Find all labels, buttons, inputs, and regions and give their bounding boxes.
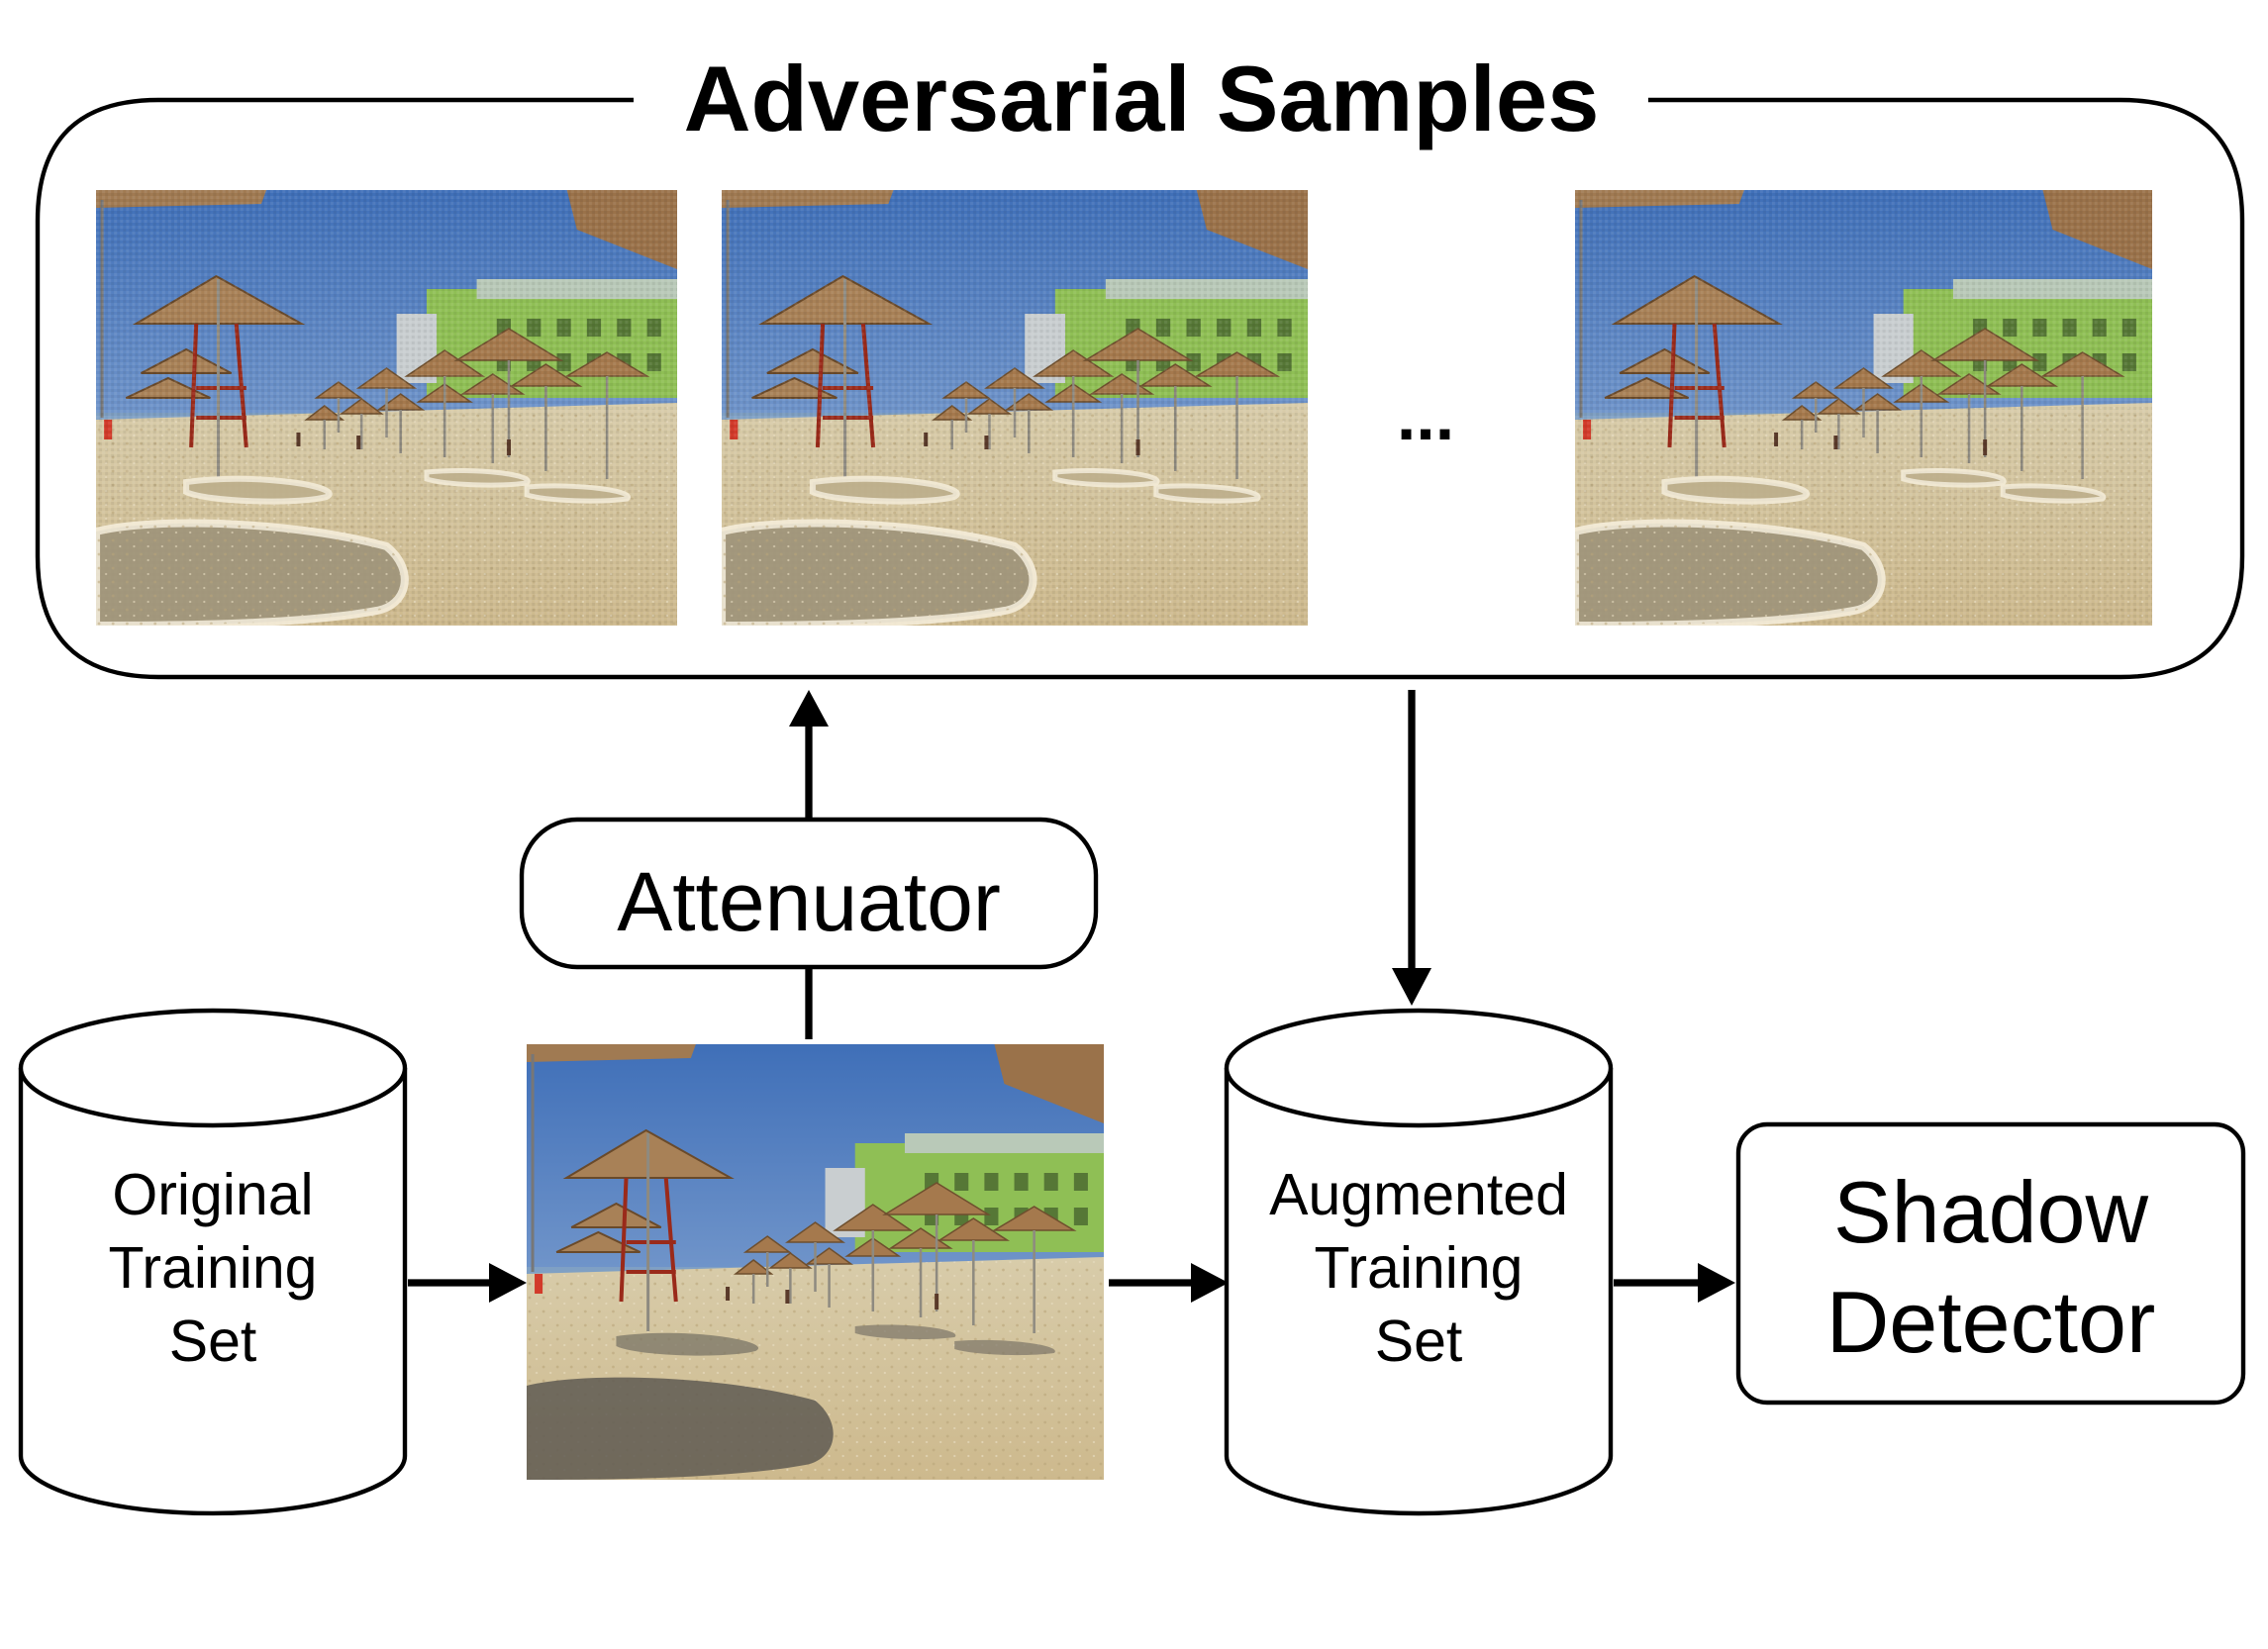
- arrowhead-down: [1392, 968, 1431, 1006]
- augmented-set-line-1: Augmented: [1269, 1162, 1568, 1227]
- shadow-detector-node: Shadow Detector: [1735, 1121, 2246, 1406]
- augmented-set-line-2: Training: [1315, 1235, 1524, 1301]
- adversarial-sample-image-2: [722, 190, 1308, 626]
- arrowhead-up: [789, 690, 829, 727]
- shadow-detector-line-1: Shadow: [1833, 1163, 2148, 1261]
- augmented-set-line-3: Set: [1375, 1309, 1463, 1374]
- adversarial-sample-image-n: [1575, 190, 2152, 626]
- adversarial-samples-title: Adversarial Samples: [684, 47, 1600, 150]
- original-set-line-1: Original: [112, 1162, 313, 1227]
- original-set-line-2: Training: [109, 1235, 318, 1301]
- augmented-training-set-cylinder: Augmented Training Set: [1224, 1008, 1614, 1516]
- shadow-detector-line-2: Detector: [1826, 1273, 2156, 1371]
- arrowhead-right-2: [1191, 1263, 1229, 1303]
- arrowhead-right-1: [489, 1263, 527, 1303]
- ellipsis: ...: [1397, 377, 1454, 454]
- attenuator-node: Attenuator: [519, 817, 1099, 970]
- original-set-line-3: Set: [169, 1309, 257, 1374]
- original-training-set-cylinder: Original Training Set: [18, 1008, 408, 1516]
- adversarial-sample-image-1: [96, 190, 677, 626]
- arrowhead-right-3: [1698, 1263, 1735, 1303]
- adversarial-group-frame: [35, 97, 2245, 680]
- original-sample-image: [527, 1044, 1104, 1480]
- shadow-detector-box: [1735, 1121, 2246, 1406]
- connectors: [408, 690, 1735, 1303]
- attenuator-label: Attenuator: [617, 855, 1001, 948]
- adversarial-samples-group: Adversarial Samples ...: [35, 47, 2245, 680]
